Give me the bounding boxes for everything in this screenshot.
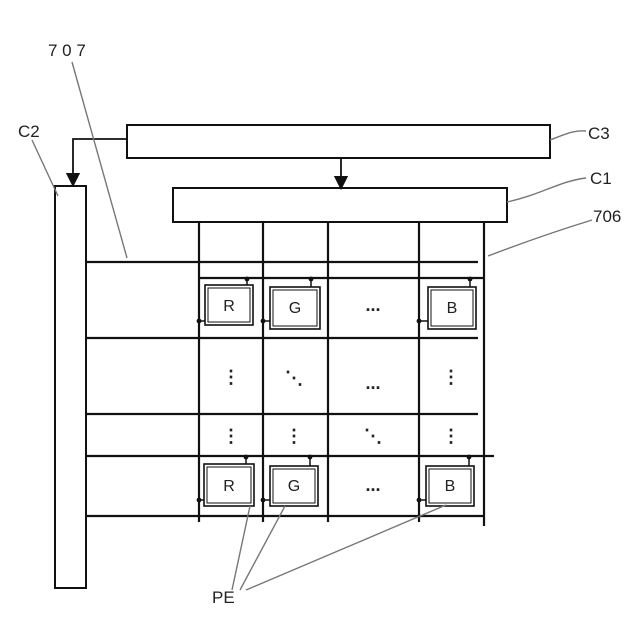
ellipsis-h: ... bbox=[365, 475, 380, 495]
ellipsis-v: ⋮ bbox=[222, 426, 240, 446]
pixel-row-top bbox=[197, 277, 476, 329]
pixel-label-top-r: R bbox=[223, 298, 235, 315]
label-c2: C2 bbox=[18, 122, 40, 141]
label-c1: C1 bbox=[590, 169, 612, 188]
pixel-label-bottom-r: R bbox=[223, 478, 235, 495]
label-pe: PE bbox=[212, 588, 235, 607]
pixel-label-bottom-b: B bbox=[445, 478, 456, 495]
ellipsis-d: ⋱ bbox=[285, 368, 303, 388]
ellipsis-v: ⋮ bbox=[285, 426, 303, 446]
ellipsis-v: ⋮ bbox=[222, 367, 240, 387]
label-c3: C3 bbox=[588, 124, 610, 143]
pixel-label-top-g: G bbox=[289, 300, 301, 317]
label-706: 706 bbox=[593, 207, 621, 226]
block-c1 bbox=[173, 188, 507, 222]
ellipsis-v: ⋮ bbox=[442, 426, 460, 446]
ellipsis-d: ⋱ bbox=[364, 426, 382, 446]
pixel-label-bottom-g: G bbox=[288, 478, 300, 495]
ellipsis-v: ⋮ bbox=[442, 367, 460, 387]
block-c2 bbox=[55, 186, 86, 588]
pixel-row-bottom bbox=[197, 455, 474, 506]
pixel-label-top-b: B bbox=[447, 300, 458, 317]
ellipsis-h: ... bbox=[365, 373, 380, 393]
ellipsis-h: ... bbox=[365, 295, 380, 315]
label-707: 7 0 7 bbox=[48, 41, 86, 60]
block-c3 bbox=[127, 125, 550, 158]
